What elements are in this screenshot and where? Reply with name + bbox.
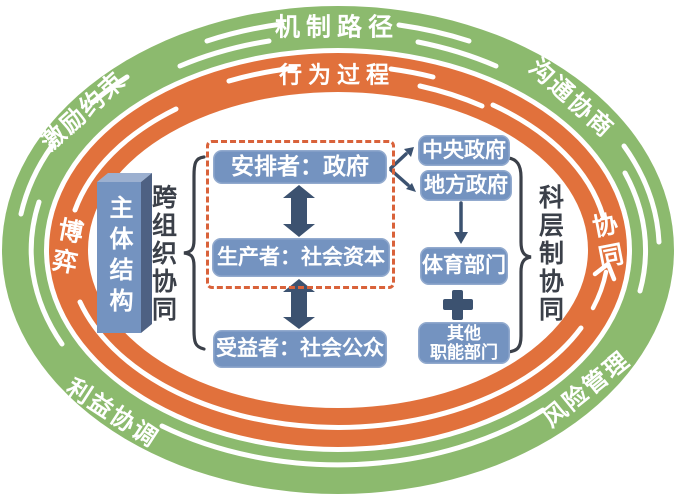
central-government-box: 中央政府: [418, 135, 510, 166]
arranger-box: 安排者：政府: [213, 150, 387, 184]
sports-department-box: 体育部门: [420, 247, 508, 285]
beneficiary-box: 受益者：社会公众: [213, 330, 387, 368]
right-brace-icon: [506, 156, 532, 354]
subject-structure-3d-box: [97, 173, 152, 333]
dashed-frame: [206, 140, 395, 289]
subject-structure-label: 主体结构: [105, 195, 131, 319]
plus-icon: [443, 290, 473, 320]
producer-box: 生产者：社会资本: [212, 238, 390, 277]
hierarchy-collaboration-label: 科层制协同: [535, 184, 563, 324]
curved-up-arrow-icon: [590, 261, 617, 311]
ring-dash-arcs: [18, 21, 662, 468]
ring-label-mechanism-path: 机制路径: [274, 14, 400, 42]
down-arrow-icon: [454, 201, 468, 244]
left-brace-icon: [183, 155, 206, 351]
ring-label-behavior-process: 行为过程: [279, 62, 395, 88]
double-arrow-icon: [283, 279, 315, 329]
other-departments-box: 其他 职能部门: [418, 322, 510, 364]
double-arrow-icon: [283, 185, 315, 237]
cross-org-collaboration-label: 跨组织协同: [148, 184, 176, 324]
local-government-box: 地方政府: [420, 170, 512, 201]
